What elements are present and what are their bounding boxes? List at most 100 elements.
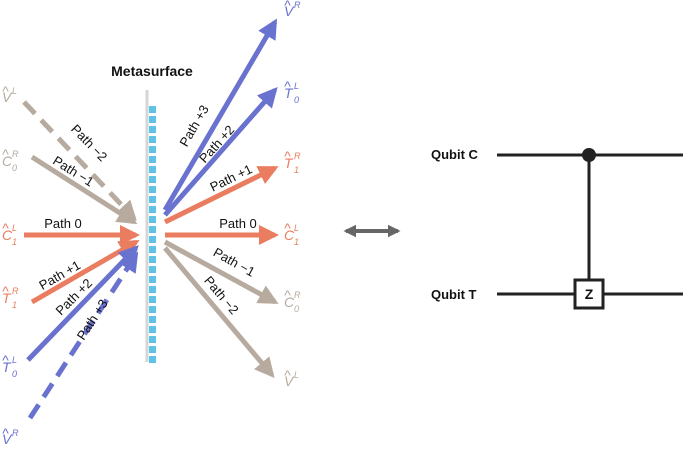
- outgoing-beam-path-plus2: [163, 86, 278, 217]
- svg-text:1: 1: [294, 237, 299, 247]
- control-dot: [582, 148, 596, 162]
- incoming-beam-path-minus1: [30, 154, 138, 225]
- svg-text:R: R: [12, 286, 19, 296]
- svg-text:R: R: [12, 428, 19, 438]
- svg-text:^: ^: [284, 287, 291, 303]
- metasurface-pillar: [149, 206, 156, 213]
- svg-text:T: T: [2, 359, 12, 375]
- mode-label-c1-l-in: C ^ L 1: [2, 220, 17, 247]
- mode-label-v-l-in: V ^ L: [2, 83, 17, 105]
- z-gate-box: [573, 278, 605, 310]
- svg-text:1: 1: [12, 237, 17, 247]
- metasurface-pillar: [149, 266, 156, 273]
- svg-text:^: ^: [2, 425, 9, 441]
- qubit-t-label: Qubit T: [431, 287, 477, 302]
- mode-label-t1-r-out: T ^ R 1: [284, 148, 301, 175]
- mode-label-c1-l-out: C ^ L 1: [284, 220, 299, 247]
- svg-text:C: C: [2, 153, 13, 169]
- metasurface-pillar: [149, 316, 156, 323]
- incoming-beam-path-plus2: [26, 245, 139, 362]
- metasurface-pillar: [149, 196, 156, 203]
- svg-text:^: ^: [284, 78, 291, 94]
- svg-text:0: 0: [294, 95, 299, 105]
- svg-text:1: 1: [294, 165, 299, 175]
- svg-text:L: L: [12, 223, 17, 233]
- svg-text:1: 1: [12, 300, 17, 310]
- mode-label-c0-r-out: C ^ R 0: [284, 287, 301, 314]
- svg-text:C: C: [284, 227, 295, 243]
- svg-text:T: T: [284, 155, 294, 171]
- metasurface-title: Metasurface: [111, 63, 193, 79]
- mode-label-t0-l-out: T ^ L 0: [284, 78, 299, 105]
- svg-text:L: L: [294, 370, 299, 380]
- mode-label-v-r-out: V ^ R: [284, 0, 301, 19]
- svg-text:L: L: [294, 223, 299, 233]
- svg-text:^: ^: [2, 283, 9, 299]
- metasurface-pillar: [149, 216, 156, 223]
- metasurface-pillar: [149, 356, 156, 363]
- qubit-c-label: Qubit C: [431, 147, 479, 162]
- svg-text:0: 0: [12, 163, 17, 173]
- svg-text:L: L: [12, 86, 17, 96]
- metasurface-pillar: [149, 286, 156, 293]
- metasurface-pillar: [149, 226, 156, 233]
- svg-text:^: ^: [284, 367, 291, 383]
- incoming-beam-path-minus2: [22, 100, 137, 221]
- svg-text:R: R: [294, 0, 301, 10]
- metasurface-pillar: [149, 176, 156, 183]
- svg-text:^: ^: [2, 83, 9, 99]
- metasurface-pillar: [149, 126, 156, 133]
- mode-label-v-l-out: V ^ L: [284, 367, 299, 389]
- svg-text:C: C: [2, 227, 13, 243]
- metasurface-pillar: [149, 146, 156, 153]
- metasurface-pillar: [149, 136, 156, 143]
- metasurface-pillar: [149, 166, 156, 173]
- metasurface-pillar: [149, 276, 156, 283]
- svg-text:^: ^: [2, 352, 9, 368]
- mode-label-t1-r-in: T ^ R 1: [2, 283, 19, 310]
- svg-text:V: V: [2, 431, 13, 447]
- metasurface-pillar: [149, 186, 156, 193]
- metasurface-pillar: [149, 256, 156, 263]
- z-gate-label: Z: [585, 286, 594, 302]
- metasurface-pillar: [149, 246, 156, 253]
- svg-text:L: L: [294, 81, 299, 91]
- metasurface-pillars: [149, 106, 156, 363]
- metasurface-pillar: [149, 326, 156, 333]
- incoming-beam-path-plus3: [27, 251, 139, 420]
- mode-label-t0-l-in: T ^ L 0: [2, 352, 17, 379]
- svg-text:V: V: [2, 89, 13, 105]
- svg-text:^: ^: [2, 220, 9, 236]
- path-label-out-0: Path 0: [219, 216, 257, 231]
- svg-text:^: ^: [284, 148, 291, 164]
- path-label-out-minus1: Path −1: [211, 245, 258, 280]
- metasurface-pillar: [149, 346, 156, 353]
- metasurface-pillar: [149, 116, 156, 123]
- outgoing-beams: [162, 18, 279, 379]
- mode-label-v-r-in: V ^ R: [2, 425, 19, 447]
- metasurface-pillar: [149, 236, 156, 243]
- svg-text:T: T: [284, 85, 294, 101]
- metasurface-pillar: [149, 296, 156, 303]
- svg-text:V: V: [284, 3, 295, 19]
- svg-text:R: R: [12, 149, 19, 159]
- metasurface-pillar: [149, 156, 156, 163]
- svg-text:R: R: [294, 151, 301, 161]
- metasurface-pillar: [149, 106, 156, 113]
- svg-text:C: C: [284, 294, 295, 310]
- outgoing-beam-path-minus2: [163, 246, 275, 379]
- svg-text:^: ^: [2, 146, 9, 162]
- outgoing-beam-path-minus1: [163, 239, 279, 305]
- svg-text:0: 0: [12, 369, 17, 379]
- metasurface-pillar: [149, 306, 156, 313]
- svg-text:^: ^: [284, 0, 291, 13]
- svg-text:R: R: [294, 290, 301, 300]
- svg-text:T: T: [2, 290, 12, 306]
- metasurface-pillar: [149, 336, 156, 343]
- cz-circuit: Qubit C Qubit T Z: [431, 147, 683, 310]
- mode-label-c0-r-in: C ^ R 0: [2, 146, 19, 173]
- svg-text:^: ^: [284, 220, 291, 236]
- metasurface: [145, 90, 156, 363]
- svg-text:L: L: [12, 355, 17, 365]
- svg-text:V: V: [284, 373, 295, 389]
